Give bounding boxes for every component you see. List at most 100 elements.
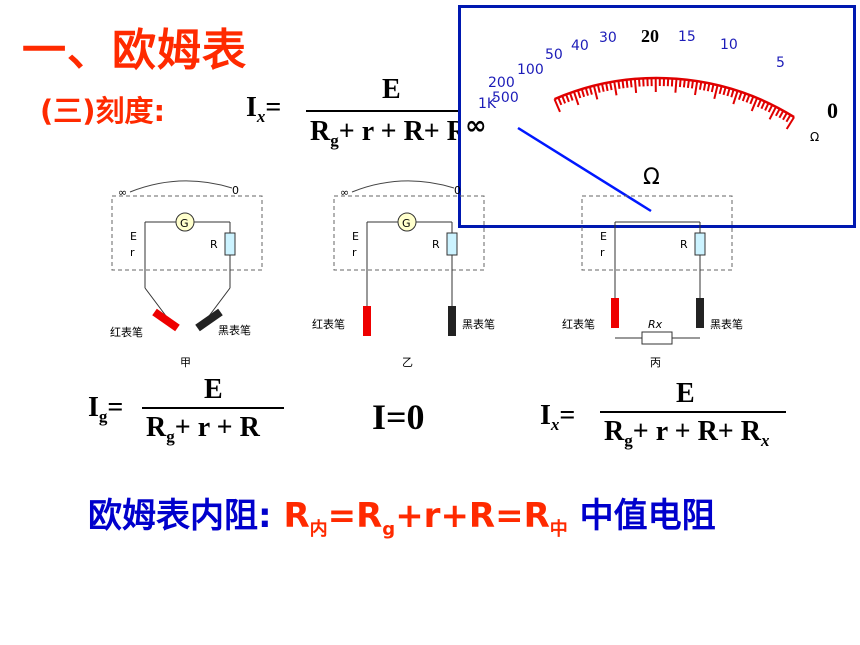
resistor-icon	[224, 232, 236, 256]
internal-resistance-line: 欧姆表内阻: R内=Rg+r+R=R中 中值电阻	[88, 496, 716, 540]
dial-tick	[764, 102, 770, 111]
svg-text:E: E	[352, 230, 359, 243]
formula-ix-numerator: E	[676, 378, 695, 409]
red-probe-icon	[152, 308, 180, 332]
dial-tick	[730, 89, 735, 98]
meter-needle	[517, 126, 652, 213]
dial-tick	[588, 86, 593, 95]
dial-tick	[601, 83, 605, 92]
dial-tick	[584, 87, 589, 96]
dial-tick	[629, 79, 633, 88]
svg-text:G: G	[180, 217, 189, 230]
dial-tick	[767, 104, 774, 113]
dial-tick	[596, 84, 601, 93]
dial-tick	[553, 98, 561, 113]
black-probe-icon	[448, 306, 456, 336]
dial-tick	[605, 82, 609, 92]
dial-tick	[576, 90, 582, 99]
dial-tick	[592, 85, 599, 100]
circuit-yi-red-probe: 红表笔	[312, 317, 345, 331]
dial-tick	[572, 91, 580, 106]
infinity-symbol: ∞	[465, 111, 487, 141]
dial-tick	[768, 106, 777, 120]
dial-tick	[625, 79, 629, 88]
svg-text:R: R	[210, 238, 218, 251]
scale-label-5: 5	[776, 55, 785, 71]
dial-tick	[760, 100, 766, 110]
circuit-yi-black-probe: 黑表笔	[462, 317, 495, 331]
formula-top-numerator: E	[382, 74, 401, 105]
svg-text:R: R	[432, 238, 440, 251]
black-probe-icon	[195, 308, 223, 332]
formula-ig-lhs: Ig=	[88, 392, 124, 426]
svg-text:R: R	[680, 238, 688, 251]
dial-tick	[638, 78, 641, 87]
dial-tick	[785, 114, 792, 123]
circuit-bing-rx-label: Rx	[648, 318, 663, 331]
formula-i-zero: I=0	[372, 397, 425, 437]
dial-tick	[674, 78, 678, 93]
dial-tick	[609, 82, 613, 91]
dial-tick	[686, 79, 690, 89]
dial-tick	[750, 97, 759, 112]
dial-tick	[741, 93, 747, 102]
dial-tick	[580, 88, 586, 98]
circuit-diagrams: ∞ 0 G E r R 红表笔 黑表笔 甲 ∞ 0 G E r R	[110, 180, 743, 369]
formula-ix-denominator: Rg+ r + R+ Rx	[604, 416, 770, 450]
svg-text:r: r	[352, 246, 357, 259]
circuit-jia-zero: 0	[232, 184, 239, 197]
circuit-jia: ∞ 0 G E r R 红表笔 黑表笔 甲	[110, 180, 263, 369]
svg-text:E: E	[130, 230, 137, 243]
dial-tick	[569, 92, 574, 101]
ohm-unit-small: Ω	[810, 130, 819, 144]
formula-top-lhs: Ix=	[246, 92, 282, 126]
dial-tick	[778, 110, 785, 119]
circuit-bing: E r R Rx 红表笔 黑表笔 丙	[562, 195, 743, 369]
black-probe-icon	[696, 298, 704, 328]
dial-tick	[726, 88, 731, 97]
dial-tick	[782, 112, 788, 121]
formula-ix-lhs: Ix=	[540, 400, 576, 434]
dial-tick	[694, 80, 699, 96]
ohmmeter-dial-panel: 1K 500 200 100 50 40 30 20 15 10 5 ∞ 0 Ω…	[458, 5, 856, 228]
scale-label-10: 10	[720, 37, 738, 53]
ohmmeter-dial: 1K 500 200 100 50 40 30 20 15 10 5 ∞ 0 Ω…	[465, 26, 838, 213]
circuit-jia-red-probe: 红表笔	[110, 325, 143, 339]
circuit-bing-caption: 丙	[650, 356, 661, 369]
scale-label-40: 40	[571, 38, 589, 54]
dial-tick	[621, 80, 625, 89]
svg-text:E: E	[600, 230, 607, 243]
circuit-bing-red-probe: 红表笔	[562, 317, 595, 331]
resistor-icon	[446, 232, 458, 256]
dial-tick	[702, 82, 707, 91]
dial-tick	[737, 91, 743, 101]
dial-tick	[713, 84, 719, 100]
ohm-unit-center: Ω	[643, 165, 660, 190]
scale-label-500: 500	[492, 90, 519, 106]
dial-tick	[732, 90, 739, 105]
svg-text:G: G	[402, 217, 411, 230]
circuit-yi: ∞ 0 G E r R 红表笔 黑表笔 乙	[312, 180, 495, 369]
dial-tick	[710, 83, 715, 93]
formula-ig-numerator: E	[204, 374, 223, 405]
red-probe-icon	[363, 306, 371, 336]
dial-tick	[561, 95, 567, 104]
formula-top-denominator: Rg+ r + R+ Rx	[310, 116, 475, 150]
dial-tick	[557, 97, 563, 106]
circuit-jia-infinity: ∞	[118, 186, 127, 199]
formula-ix-fraction-bar	[600, 411, 786, 413]
scale-label-100: 100	[517, 62, 544, 78]
dial-tick	[722, 86, 727, 96]
dial-tick	[745, 94, 751, 103]
section-subtitle: (三)刻度:	[40, 94, 166, 128]
circuit-jia-caption: 甲	[180, 356, 191, 369]
circuit-yi-zero: 0	[454, 184, 461, 197]
scale-label-200: 200	[488, 75, 515, 91]
dial-tick	[565, 94, 570, 103]
svg-text:r: r	[130, 246, 135, 259]
formula-ig-denominator: Rg+ r + R	[146, 412, 260, 446]
dial-tick	[682, 79, 686, 88]
scale-label-30: 30	[599, 30, 617, 46]
circuit-yi-infinity: ∞	[340, 186, 349, 199]
formula-top-fraction-bar	[306, 110, 506, 112]
